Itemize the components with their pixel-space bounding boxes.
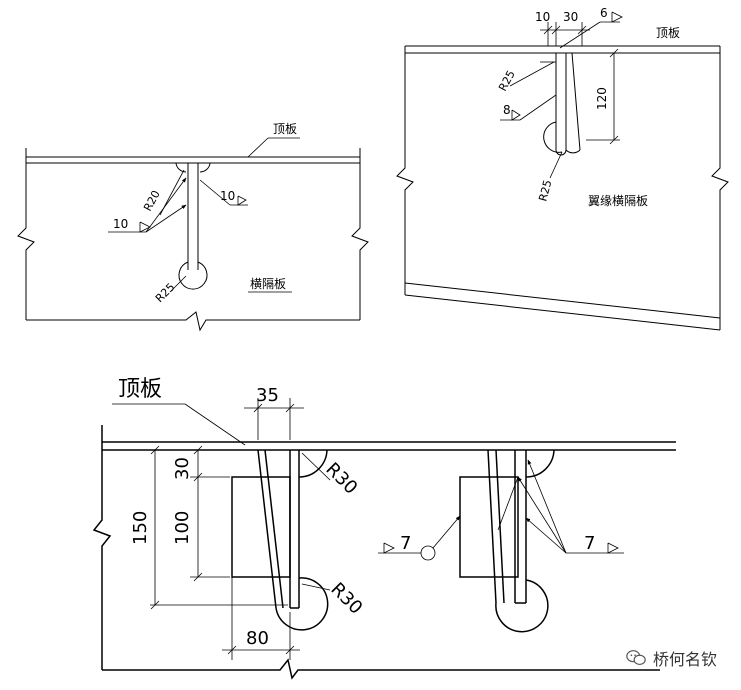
detail-top-right: 顶板 翼缘横隔板 10 30 6 R25 8 120 R25 (396, 6, 729, 331)
weld-6-tr: 6 (600, 6, 608, 20)
r30-bottom: R30 (326, 579, 366, 619)
dim-30-bottom: 30 (172, 457, 193, 480)
dim-120-tr: 120 (595, 87, 609, 110)
watermark: 桥何名钦 (625, 646, 717, 670)
weld-left-label-tl: 10 (113, 217, 128, 231)
dim-80: 80 (246, 628, 269, 649)
weld-right-label-tl: 10 (220, 189, 235, 203)
top-plate-label-tl: 顶板 (273, 122, 297, 136)
r20-label: R20 (141, 188, 163, 213)
dim-150: 150 (130, 511, 151, 545)
top-plate-label-tr: 顶板 (656, 26, 680, 40)
watermark-text: 桥何名钦 (653, 650, 718, 669)
diaphragm-label-tl: 横隔板 (250, 277, 286, 291)
r25-bottom-tr: R25 (536, 179, 554, 203)
dim-30-tr: 30 (563, 10, 578, 24)
r30-top: R30 (321, 459, 361, 499)
dim-35: 35 (256, 385, 279, 406)
weld-7-left: 7 (400, 533, 411, 554)
dim-10-tr: 10 (535, 10, 550, 24)
diaphragm-label-tr: 翼缘横隔板 (588, 194, 648, 208)
r25-label-tl: R25 (153, 281, 177, 305)
r25-top-tr: R25 (496, 68, 518, 93)
detail-bottom: 顶板 35 30 150 100 R30 R30 80 7 7 (92, 377, 676, 680)
detail-top-left: 顶板 横隔板 R20 R25 10 10 (17, 122, 369, 332)
dim-100: 100 (172, 511, 193, 545)
top-plate-label-bottom: 顶板 (118, 377, 162, 402)
wechat-icon (626, 650, 646, 666)
weld-8-tr: 8 (503, 103, 511, 117)
weld-7-right: 7 (584, 533, 595, 554)
